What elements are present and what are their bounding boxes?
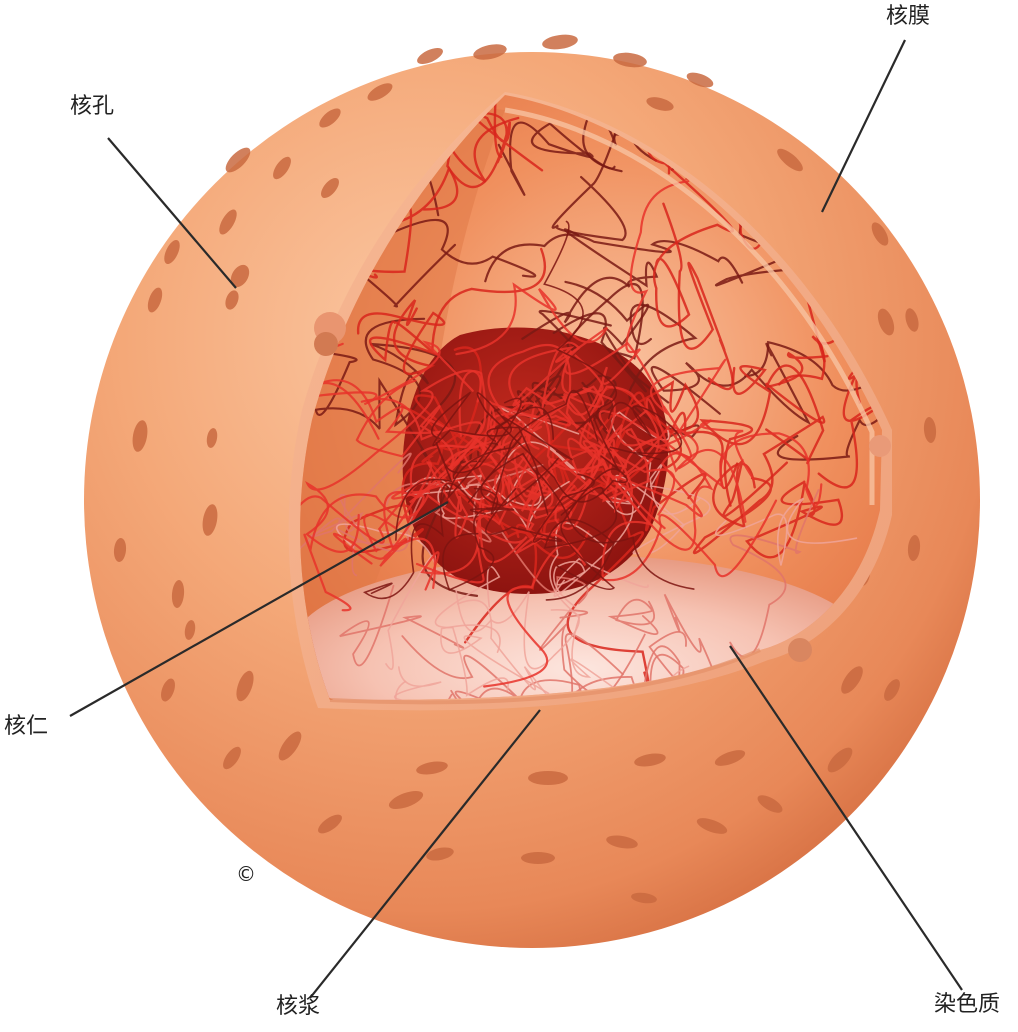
chromatin-fiber — [480, 426, 559, 507]
chromatin-fiber — [455, 282, 609, 410]
chromatin-fiber — [550, 633, 624, 700]
chromatin-fiber — [714, 497, 858, 566]
chromatin-fiber — [598, 410, 823, 507]
chromatin-fiber — [363, 445, 480, 553]
chromatin-fiber — [539, 609, 618, 700]
label-nucleoplasm: 核浆 — [276, 994, 321, 1019]
chromatin-fiber — [489, 341, 581, 453]
chromatin-fiber — [364, 317, 457, 428]
chromatin-fiber — [535, 469, 695, 590]
chromatin-fiber — [434, 565, 509, 697]
chromatin-fiber — [556, 414, 621, 591]
chromatin-fiber — [561, 341, 727, 437]
pore-bump-right — [869, 435, 891, 457]
chromatin-fiber — [476, 392, 628, 503]
chromatin-fiber — [360, 397, 505, 503]
chromatin-fiber — [368, 247, 547, 363]
chromatin-fiber — [566, 467, 650, 685]
chromatin-fiber — [442, 506, 515, 591]
leader-line-nuclear-envelope — [821, 39, 906, 213]
leader-line-nuclear-pore — [107, 137, 237, 289]
chromatin-fiber — [362, 482, 477, 600]
chromatin-fiber — [300, 340, 474, 406]
chromatin-fiber — [461, 403, 567, 503]
chromatin-fiber — [395, 397, 522, 541]
label-nuclear-pore: 核孔 — [70, 94, 115, 119]
chromatin-fiber — [339, 584, 465, 667]
chromatin-fiber — [632, 463, 711, 555]
chromatin-fiber — [776, 372, 883, 461]
chromatin-fiber — [446, 406, 554, 503]
chromatin-fiber — [646, 134, 735, 328]
chromatin-fiber — [548, 398, 747, 523]
chromatin-fiber — [302, 348, 431, 462]
leader-line-nucleoplasm — [309, 709, 541, 999]
chromatin-fiber — [430, 391, 573, 461]
leader-lines — [69, 39, 963, 999]
chromatin-fiber — [699, 365, 772, 507]
label-chromatin: 染色质 — [934, 992, 1001, 1017]
chromatin-fiber — [420, 495, 528, 591]
chromatin-fiber — [455, 588, 580, 670]
chromatin-fiber — [525, 400, 699, 479]
chromatin-fiber — [534, 374, 617, 435]
chromatin-fiber — [305, 369, 482, 553]
leader-line-chromatin — [729, 645, 963, 991]
chromatin-fiber — [521, 228, 659, 340]
chromatin-fiber — [729, 489, 820, 659]
chromatin-fiber — [456, 599, 572, 700]
chromatin-fiber — [393, 666, 503, 700]
pore-bump-bottom — [788, 638, 812, 662]
chromatin-fiber — [554, 354, 616, 530]
chromatin-fiber — [310, 452, 412, 549]
chromatin-fiber — [607, 598, 659, 635]
chromatin-fiber — [642, 645, 685, 700]
chromatin-fiber — [477, 401, 606, 508]
chromatin-fiber — [303, 493, 485, 612]
chromatin-fiber — [543, 220, 617, 431]
chromatin-fiber — [415, 420, 532, 584]
copyright-mark: © — [236, 862, 256, 886]
label-nucleolus: 核仁 — [4, 714, 49, 739]
chromatin-fiber — [663, 593, 721, 700]
chromatin-fiber — [537, 676, 696, 700]
chromatin-fiber — [485, 473, 595, 543]
chromatin-fiber — [545, 391, 707, 532]
chromatin-fiber — [744, 479, 844, 559]
chromatin-fiber — [607, 401, 683, 461]
chromatin-fiber — [497, 121, 616, 196]
chromatin-fiber — [484, 233, 744, 284]
chromatin-fiber — [463, 456, 554, 532]
chromatin-fiber — [332, 433, 480, 567]
chromatin-fiber — [440, 624, 550, 700]
leader-line-nucleolus — [69, 501, 449, 717]
label-nuclear-envelope: 核膜 — [886, 4, 931, 29]
chromatin-fiber — [662, 202, 734, 391]
chromatin-fiber — [473, 390, 599, 515]
chromatin-fiber — [356, 299, 446, 376]
